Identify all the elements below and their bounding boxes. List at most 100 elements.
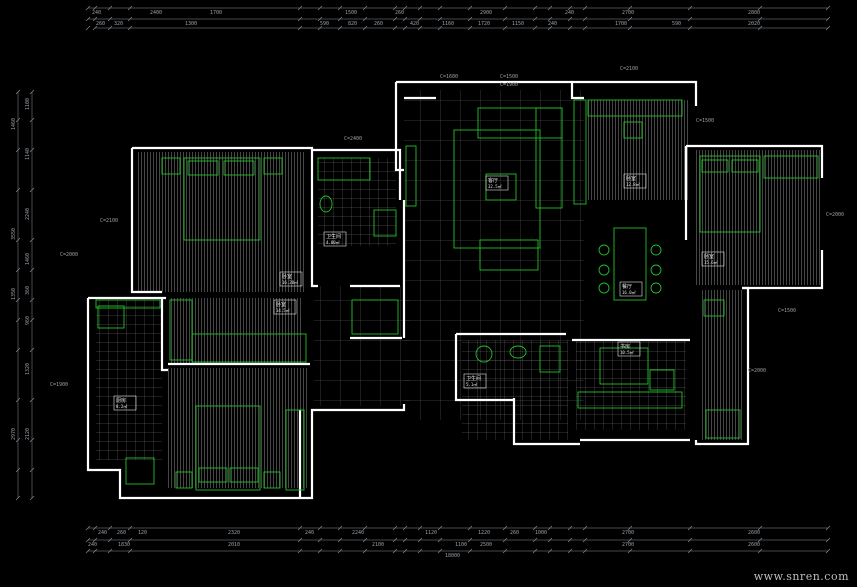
dimension-tick: [532, 16, 538, 22]
dimension-tick: [127, 525, 133, 531]
dim-bottom-outer: 1100: [455, 542, 467, 548]
dim-top-outer: 2700: [622, 10, 634, 16]
room-name: 卫生间: [326, 233, 341, 240]
dimension-tick: [85, 537, 91, 543]
dim-top-inner: 260: [96, 21, 105, 27]
dimension-labels-bottom: 240 260 120 2320 240 2240 1120 1220 260 …: [88, 530, 760, 559]
dimension-tick: [392, 16, 398, 22]
room-area: 32.5㎡: [488, 183, 502, 189]
dimension-tick: [437, 5, 443, 11]
dim-left-outer: 3550: [11, 228, 17, 240]
dim-top-inner: 2020: [748, 21, 760, 27]
dim-top-inner: 1700: [615, 21, 627, 27]
room-label-box: [617, 341, 641, 357]
room-label-box: [323, 231, 347, 247]
dimension-tick: [757, 25, 763, 31]
annotation: C=2100: [620, 66, 638, 72]
dimension-tick: [29, 267, 35, 273]
dim-top-outer: 240: [565, 10, 574, 16]
dimension-tick: [417, 537, 423, 543]
annotation: C=2000: [748, 368, 766, 374]
nightstand: [161, 157, 181, 175]
dimension-tick: [502, 548, 508, 554]
dim-top-inner: 590: [672, 21, 681, 27]
dimension-tick: [547, 548, 553, 554]
dimension-tick: [467, 25, 473, 31]
annotation: C=2000: [60, 252, 78, 258]
dim-bottom-outer: 2010: [228, 542, 240, 548]
dim-top-outer: 1700: [210, 10, 222, 16]
dimension-tick: [92, 25, 98, 31]
dimension-tick: [127, 16, 133, 22]
chair: [650, 282, 662, 294]
dimension-tick: [15, 317, 21, 323]
dim-top-inner: 420: [410, 21, 419, 27]
dimension-tick: [85, 25, 91, 31]
watermark: www.snren.com: [753, 570, 849, 583]
furniture: [95, 99, 819, 491]
dimension-tick: [85, 548, 91, 554]
dim-bottom-total: 18000: [445, 553, 460, 559]
dimension-tick: [92, 16, 98, 22]
dim-left-inner: 1460: [25, 253, 31, 265]
cabinet: [351, 299, 399, 335]
tv-cabinet: [453, 129, 541, 249]
dimension-tick: [92, 537, 98, 543]
dimension-tick: [532, 537, 538, 543]
dim-bottom-outer: 1830: [118, 542, 130, 548]
room-name: 卧室: [276, 301, 286, 308]
dimension-tick: [362, 5, 368, 11]
dimension-tick: [467, 537, 473, 543]
dim-top-inner: 1720: [478, 21, 490, 27]
dimension-tick: [437, 537, 443, 543]
chair: [650, 244, 662, 256]
dimension-tick: [417, 548, 423, 554]
room-area: 16.20㎡: [282, 279, 298, 285]
dimension-labels-top-inner: 260 320 1300 590 820 260 420 1160 1720 1…: [96, 21, 760, 27]
annotation: C=2000: [826, 212, 844, 218]
chair: [623, 121, 643, 139]
dim-bottom-inner: 260: [510, 530, 519, 536]
dimension-tick: [502, 16, 508, 22]
dimension-tick: [29, 187, 35, 193]
dimension-tick: [417, 5, 423, 11]
dimension-tick: [29, 89, 35, 95]
wardrobe: [285, 409, 305, 491]
dim-bottom-outer: 240: [88, 542, 97, 548]
dimension-tick: [29, 297, 35, 303]
room-label-box: [701, 251, 725, 267]
dim-left-inner: 1320: [25, 363, 31, 375]
dimension-tick: [297, 525, 303, 531]
shoe-cabinet: [405, 145, 417, 207]
dimension-tick: [547, 525, 553, 531]
dim-bottom-outer: 2500: [480, 542, 492, 548]
dimension-tick: [29, 237, 35, 243]
dimension-tick: [85, 16, 91, 22]
room-label-box: [273, 299, 297, 315]
dimension-tick: [825, 25, 831, 31]
annotation: C=1500: [778, 308, 796, 314]
dim-left-inner: 1140: [25, 148, 31, 160]
dimension-tick: [757, 525, 763, 531]
dim-left-outer: 1460: [11, 118, 17, 130]
dim-bottom-inner: 240: [98, 530, 107, 536]
dimension-tick: [297, 25, 303, 31]
dimension-tick: [92, 525, 98, 531]
floor-finishes: [96, 90, 822, 488]
dimension-tick: [502, 5, 508, 11]
dimension-tick: [297, 537, 303, 543]
dim-bottom-inner: 120: [138, 530, 147, 536]
dimension-tick: [29, 147, 35, 153]
dimension-tick: [687, 525, 693, 531]
dimension-tick: [627, 537, 633, 543]
dimension-tick: [567, 5, 573, 11]
chair: [598, 244, 610, 256]
dimension-tick: [502, 537, 508, 543]
dimension-tick: [317, 525, 323, 531]
dimension-tick: [107, 25, 113, 31]
dimension-tick: [417, 25, 423, 31]
room-area: 8.2㎡: [116, 403, 127, 409]
